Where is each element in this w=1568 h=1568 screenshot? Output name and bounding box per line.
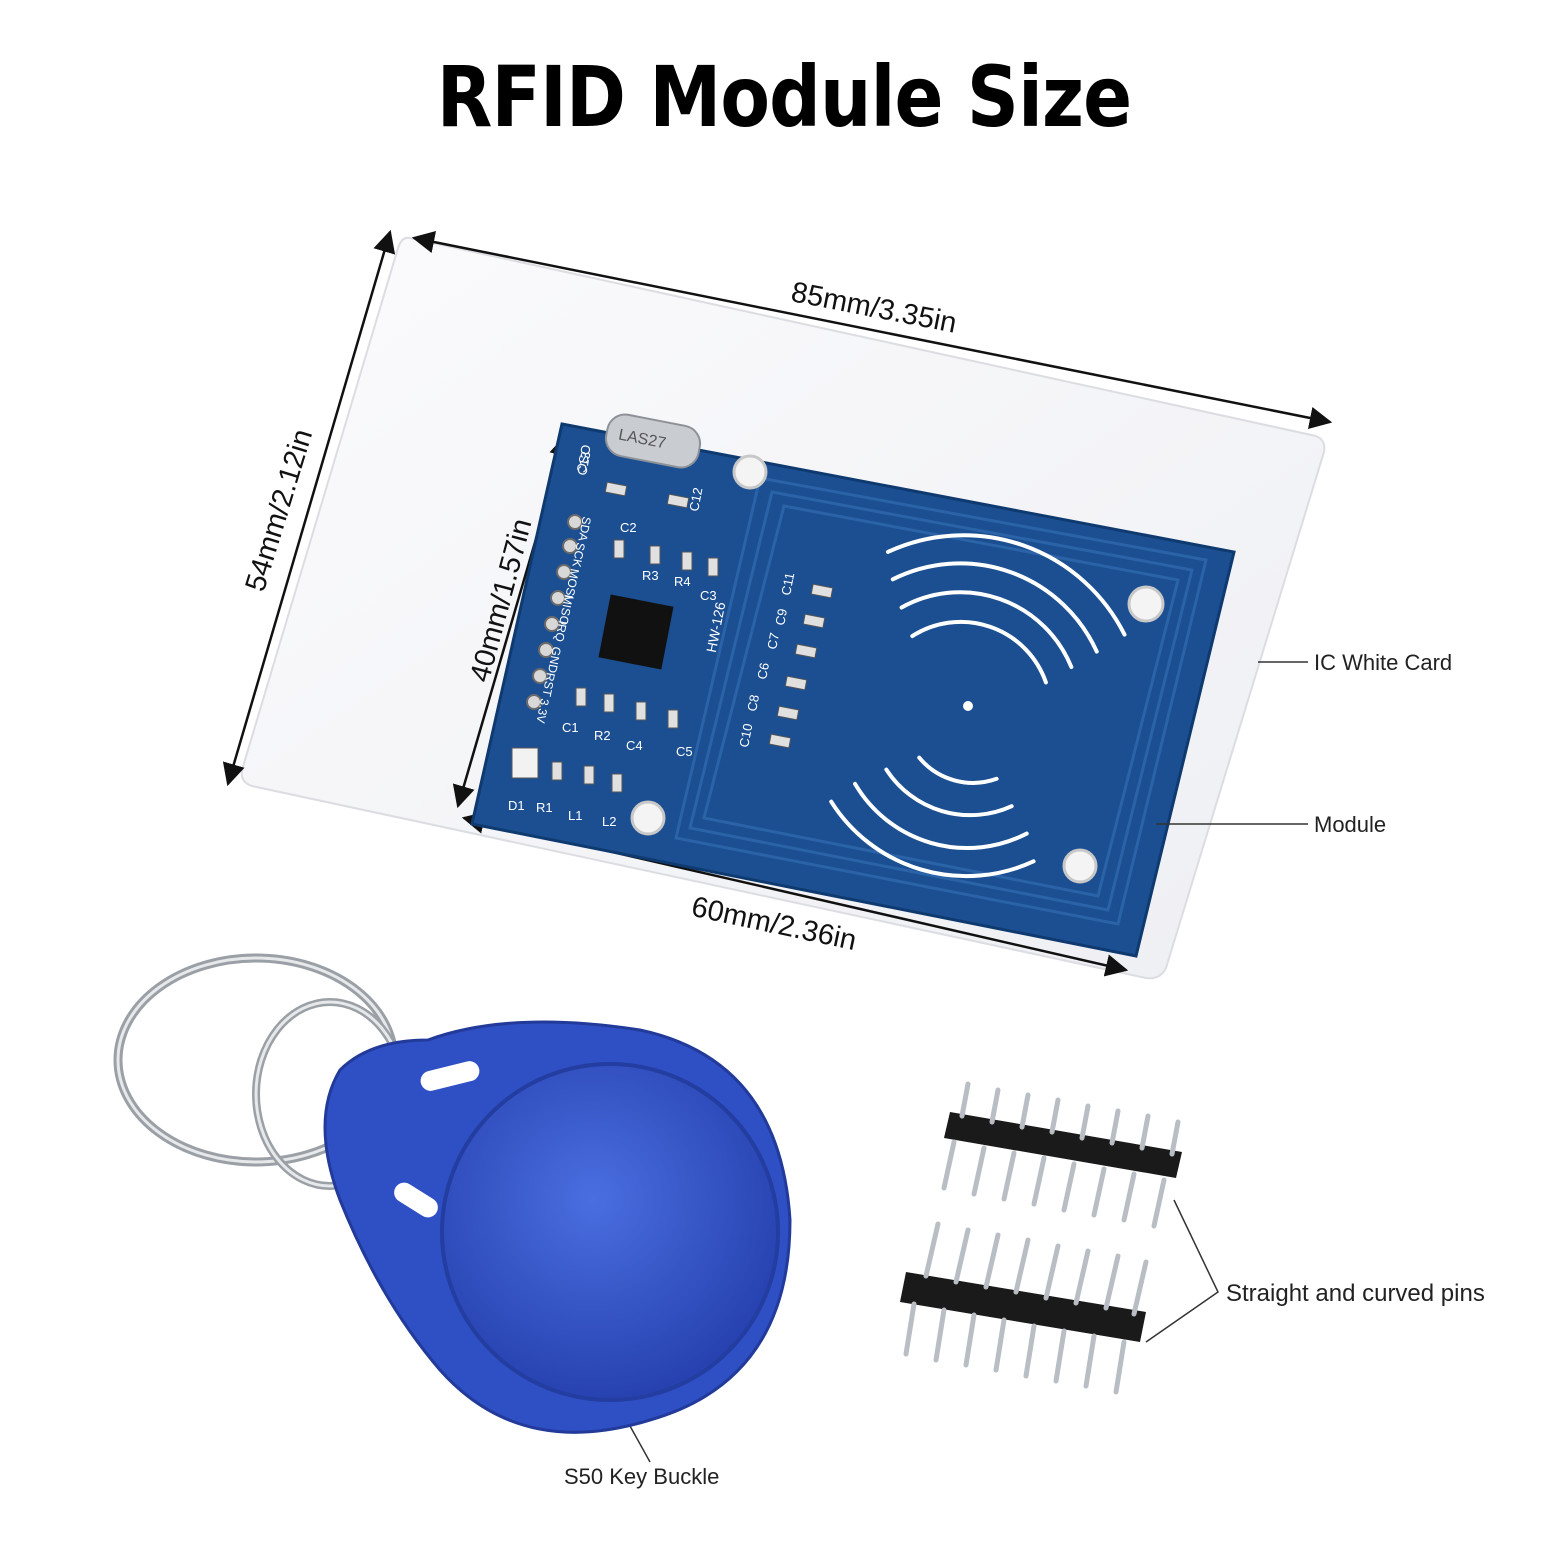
rc522-chip [598,594,674,670]
crystal-oscillator: LAS27 [604,413,702,469]
svg-text:SCK: SCK [569,541,587,568]
rf-logo [829,533,1127,879]
callout-key-buckle: S50 Key Buckle [564,1464,720,1489]
svg-text:C3: C3 [700,588,717,603]
svg-text:C12: C12 [686,486,705,512]
svg-text:C5: C5 [676,744,693,759]
svg-text:RST: RST [539,671,557,698]
rfid-module-board: LAS27 [470,413,1236,958]
svg-text:L1: L1 [568,808,582,823]
svg-text:R3: R3 [642,568,659,583]
svg-text:R4: R4 [674,574,691,589]
svg-text:MOSI: MOSI [562,567,582,600]
callout-module: Module [1314,812,1387,837]
svg-text:SDA: SDA [575,515,593,542]
svg-text:C7: C7 [764,631,782,650]
smd-components [511,481,834,793]
dimension-card-height-arrow [222,229,396,787]
curved-pin-header [941,1081,1182,1229]
svg-text:C10: C10 [736,722,755,748]
svg-text:C4: C4 [626,738,643,753]
svg-text:3.3V: 3.3V [533,697,551,724]
svg-text:OSC: OSC [574,443,594,474]
s50-key-fob [323,1020,792,1434]
svg-text:R2: R2 [594,728,611,743]
svg-text:C13: C13 [574,450,593,476]
svg-text:IRQ: IRQ [552,619,570,643]
svg-text:D1: D1 [508,798,525,813]
svg-text:MISO: MISO [556,593,576,626]
pin-header-holes [526,514,583,710]
svg-text:R1: R1 [536,800,553,815]
svg-text:C2: C2 [620,520,637,535]
callout-pins: Straight and curved pins [1226,1280,1485,1307]
svg-text:C8: C8 [744,693,762,712]
svg-text:C11: C11 [778,571,797,596]
dimension-card-width-arrow [411,230,1333,430]
svg-text:C1: C1 [562,720,579,735]
svg-text:C6: C6 [754,661,772,680]
callout-ic-white-card: IC White Card [1314,650,1453,675]
svg-text:C9: C9 [772,607,790,626]
page-title: RFID Module Size [436,48,1132,146]
straight-pin-header [900,1221,1149,1395]
svg-text:L2: L2 [602,814,616,829]
svg-text:GND: GND [545,645,564,674]
